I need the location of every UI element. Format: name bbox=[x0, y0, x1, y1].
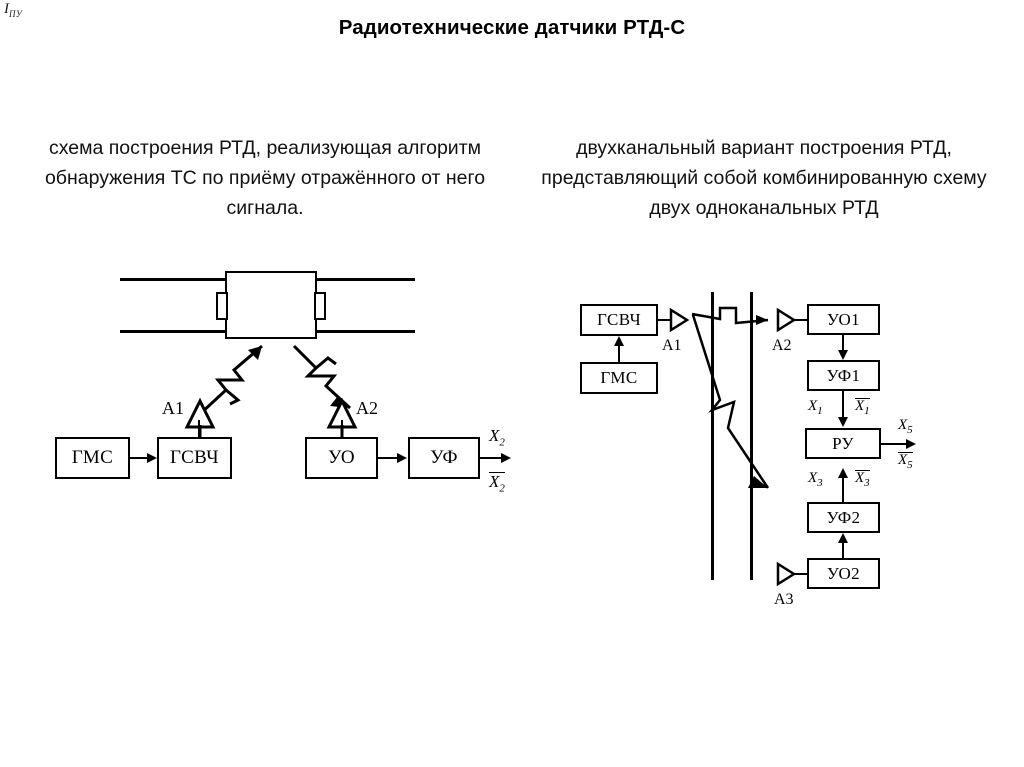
block-uo2-label: УО2 bbox=[826, 563, 861, 583]
arrowhead-gms-to-gsvch-right bbox=[613, 336, 624, 346]
block-uf2-label: УФ2 bbox=[826, 507, 861, 527]
block-gsvch-right: ГСВЧ bbox=[580, 304, 658, 336]
block-uf2: УФ2 bbox=[807, 502, 880, 533]
block-uo1-label: УО1 bbox=[826, 309, 861, 329]
signal-label-x5-bar: X5 bbox=[898, 452, 913, 472]
output-label-x2-bar: X2 bbox=[489, 472, 505, 495]
signal-label-x1-bar-sub: 1 bbox=[864, 405, 870, 417]
vehicle-sensor-right bbox=[314, 292, 326, 320]
antenna-a3-icon bbox=[776, 561, 797, 587]
output-label-x2-bar-symbol: X bbox=[489, 472, 500, 491]
page-title: Радиотехнические датчики РТД-С bbox=[338, 16, 686, 39]
link-a2-to-uo bbox=[341, 420, 343, 438]
signal-label-x3-bar: X3 bbox=[855, 470, 870, 490]
block-uo-left-label: УО bbox=[327, 447, 356, 468]
block-gms-right-label: ГМС bbox=[600, 368, 638, 387]
signal-label-x5-bar-symbol: X bbox=[898, 452, 908, 468]
scan-ghost-text: ⠀⠀⠀⠀⠀⠀⠀⠀⠀⠀⠀⠀⠀⠀⠀⠀⠀⠀⠀ bbox=[548, 272, 727, 286]
road-boundary-left bbox=[711, 292, 714, 580]
block-gsvch-left: ГСВЧ bbox=[157, 437, 232, 479]
antenna-a2-icon-right bbox=[776, 307, 797, 333]
block-gms-left-label: ГМС bbox=[71, 447, 114, 468]
signal-label-x5-sub: 5 bbox=[907, 424, 913, 436]
arrowhead-output-left bbox=[501, 452, 511, 463]
link-a2-to-uo1 bbox=[793, 319, 808, 321]
block-uo2: УО2 bbox=[807, 558, 880, 589]
link-uo2-to-uf2 bbox=[842, 541, 844, 558]
arrowhead-uo2-to-uf2 bbox=[837, 533, 848, 543]
signal-label-x5: X5 bbox=[898, 417, 913, 436]
antenna-a2-label: A2 bbox=[356, 398, 378, 418]
block-gms-right: ГМС bbox=[580, 362, 658, 394]
link-uf1-to-ru bbox=[842, 391, 844, 418]
signal-label-x3-bar-symbol: X bbox=[855, 470, 865, 486]
signal-label-x5-bar-sub: 5 bbox=[907, 459, 913, 471]
caption-left: схема построения РТД, реализующая алгори… bbox=[44, 137, 486, 219]
corner-mark-subscript: ПУ bbox=[9, 9, 23, 19]
caption-right: двухканальный вариант построения РТД, пр… bbox=[541, 137, 987, 219]
output-line-left bbox=[480, 457, 502, 459]
antenna-a1-label: A1 bbox=[162, 398, 184, 418]
link-uf2-to-ru bbox=[842, 476, 844, 502]
link-gms-to-gsvch-right bbox=[618, 344, 620, 362]
signal-label-x1-bar-symbol: X bbox=[855, 398, 865, 414]
output-line-right bbox=[881, 443, 907, 445]
antenna-a1-label-right: A1 bbox=[662, 337, 682, 354]
link-gsvch-to-a1-right bbox=[658, 319, 670, 321]
link-a3-to-uo2 bbox=[793, 573, 808, 575]
beam-a1-to-a2 bbox=[691, 306, 769, 325]
arrowhead-uo1-to-uf1 bbox=[837, 350, 848, 360]
arrowhead-uf2-to-ru bbox=[837, 468, 848, 478]
signal-label-x1-bar: X1 bbox=[855, 398, 870, 418]
output-label-x2-bar-sub: 2 bbox=[499, 482, 505, 495]
antenna-a2-label-right: A2 bbox=[772, 337, 792, 354]
vehicle-sensor-left bbox=[216, 292, 228, 320]
corner-mark: IПУ bbox=[4, 1, 23, 19]
link-gms-to-gsvch-left bbox=[130, 457, 148, 459]
arrowhead-uf1-to-ru bbox=[837, 417, 848, 427]
signal-label-x1-symbol: X bbox=[808, 398, 818, 414]
output-label-x2: X2 bbox=[489, 426, 505, 448]
block-uf-left-label: УФ bbox=[430, 447, 458, 468]
diagram-single-channel-rtd: A1 A2 ГМС ГСВЧ УО bbox=[0, 0, 520, 540]
block-gsvch-right-label: ГСВЧ bbox=[596, 310, 642, 329]
signal-label-x3-bar-sub: 3 bbox=[864, 477, 870, 489]
block-ru-label: РУ bbox=[832, 433, 854, 453]
antenna-a1-icon-right bbox=[669, 307, 690, 333]
arrowhead-uo-to-uf-left bbox=[397, 452, 407, 463]
block-uo-left: УО bbox=[305, 437, 378, 479]
signal-label-x5-symbol: X bbox=[898, 417, 908, 433]
output-label-x2-symbol: X bbox=[489, 426, 500, 445]
block-uf-left: УФ bbox=[408, 437, 480, 479]
signal-label-x3: X3 bbox=[808, 470, 823, 489]
signal-label-x3-sub: 3 bbox=[817, 477, 823, 489]
link-uo-to-uf-left bbox=[378, 457, 398, 459]
block-gsvch-left-label: ГСВЧ bbox=[169, 447, 220, 468]
beam-reflected-to-a3 bbox=[691, 314, 770, 489]
block-uo1: УО1 bbox=[807, 304, 880, 335]
block-uf1: УФ1 bbox=[807, 360, 880, 391]
antenna-a3-label: A3 bbox=[774, 591, 794, 608]
road-boundary-right bbox=[750, 292, 753, 580]
link-gsvch-to-a1 bbox=[198, 420, 200, 438]
block-ru: РУ bbox=[805, 428, 881, 459]
link-uo1-to-uf1 bbox=[842, 335, 844, 351]
output-label-x2-sub: 2 bbox=[499, 436, 505, 449]
beam-transmit-a1 bbox=[198, 344, 263, 416]
arrowhead-output-right bbox=[906, 438, 916, 449]
block-uf1-label: УФ1 bbox=[826, 365, 861, 385]
corner-mark-symbol: I bbox=[4, 1, 9, 17]
arrowhead-gms-to-gsvch-left bbox=[147, 452, 157, 463]
signal-beams-left bbox=[198, 344, 352, 416]
signal-label-x1: X1 bbox=[808, 398, 823, 417]
signal-label-x1-sub: 1 bbox=[817, 405, 823, 417]
block-gms-left: ГМС bbox=[55, 437, 130, 479]
signal-label-x3-symbol: X bbox=[808, 470, 818, 486]
